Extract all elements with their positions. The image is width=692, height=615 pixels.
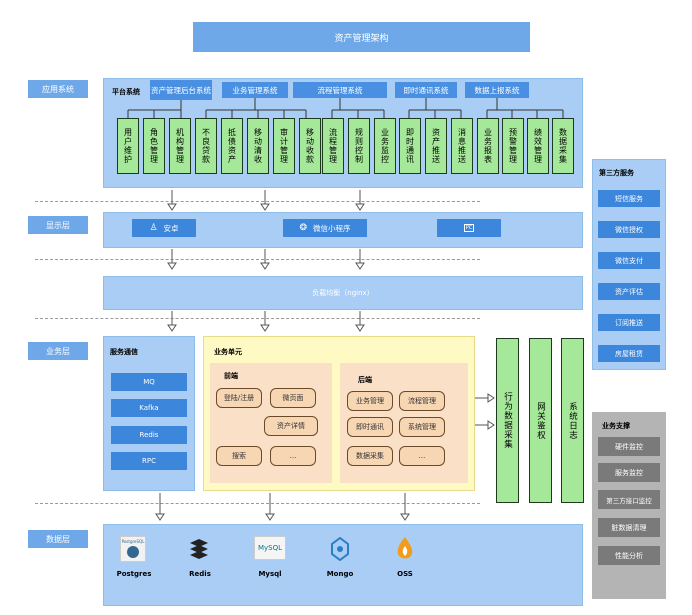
system-business-mgmt: 业务管理系统 xyxy=(222,82,288,98)
wechat-miniprogram-client[interactable]: ❂ 微信小程序 xyxy=(283,219,367,237)
module-org-mgmt: 机构管理 xyxy=(169,118,191,174)
business-unit-title: 业务单元 xyxy=(214,348,242,356)
mysql-label: Mysql xyxy=(258,570,282,578)
android-label: 安卓 xyxy=(163,223,179,233)
wechat-label: 微信小程序 xyxy=(313,223,351,233)
wechat-auth[interactable]: 微信授权 xyxy=(598,221,660,238)
backend-title: 后端 xyxy=(358,376,372,384)
backend-system-mgmt: 系统管理 xyxy=(399,417,445,437)
subscription-push[interactable]: 订阅推送 xyxy=(598,314,660,331)
service-monitor: 服务监控 xyxy=(598,463,660,482)
system-im: 即时通讯系统 xyxy=(395,82,457,98)
asset-evaluation[interactable]: 资产评估 xyxy=(598,283,660,300)
kafka-item: Kafka xyxy=(111,399,187,417)
micro-page: 微页面 xyxy=(270,388,316,408)
sms-service[interactable]: 短信服务 xyxy=(598,190,660,207)
module-performance-mgmt: 绩效管理 xyxy=(527,118,549,174)
backend-im: 即时通讯 xyxy=(347,417,393,437)
postgres-label: Postgres xyxy=(116,570,152,578)
asset-detail: 资产详情 xyxy=(264,416,318,436)
mysql-logo-text: MySQL xyxy=(257,544,283,552)
module-data-collection: 数据采集 xyxy=(552,118,574,174)
backend-more: ... xyxy=(399,446,445,466)
app-connectors xyxy=(127,98,564,118)
oss-icon xyxy=(394,536,416,562)
service-comm-title: 服务通信 xyxy=(110,348,138,356)
layer-label-data: 数据层 xyxy=(28,530,88,548)
separator xyxy=(35,318,480,319)
system-asset-admin: 资产管理后台系统 xyxy=(150,80,212,100)
house-rental[interactable]: 房屋租赁 xyxy=(598,345,660,362)
layer-label-display: 显示层 xyxy=(28,216,88,234)
module-process-mgmt: 流程管理 xyxy=(322,118,344,174)
performance-analysis: 性能分析 xyxy=(598,546,660,565)
android-icon: ♙ xyxy=(149,223,158,233)
third-party-api-monitor: 第三方接口监控 xyxy=(598,490,660,509)
mongo-label: Mongo xyxy=(326,570,354,578)
load-balancer-label: 负载均衡（nginx） xyxy=(312,289,374,297)
module-alert-mgmt: 预警管理 xyxy=(502,118,524,174)
module-im: 即时通讯 xyxy=(399,118,421,174)
frontend-more: ... xyxy=(270,446,316,466)
layer-label-business: 业务层 xyxy=(28,342,88,360)
module-business-monitor: 业务监控 xyxy=(374,118,396,174)
system-data-report: 数据上报系统 xyxy=(465,82,529,98)
support-title: 业务支撑 xyxy=(602,422,630,430)
android-client[interactable]: ♙ 安卓 xyxy=(132,219,196,237)
pc-icon: PC xyxy=(463,224,475,232)
data-layer-panel xyxy=(103,524,583,606)
redis-db-label: Redis xyxy=(189,570,211,578)
redis-db-icon xyxy=(188,537,210,561)
rpc-item: RPC xyxy=(111,452,187,470)
wechat-pay[interactable]: 微信支付 xyxy=(598,252,660,269)
module-audit-mgmt: 审计管理 xyxy=(273,118,295,174)
system-log: 系统日志 xyxy=(561,338,584,503)
third-party-title: 第三方服务 xyxy=(599,169,634,177)
backend-business-mgmt: 业务管理 xyxy=(347,391,393,411)
module-mobile-collection: 移动清收 xyxy=(247,118,269,174)
module-foreclosed-asset: 抵债资产 xyxy=(221,118,243,174)
mysql-icon: MySQL xyxy=(254,536,286,560)
backend-process-mgmt: 流程管理 xyxy=(399,391,445,411)
separator xyxy=(35,259,480,260)
oss-label: OSS xyxy=(397,570,413,578)
frontend-title: 前端 xyxy=(224,372,238,380)
module-rule-control: 规则控制 xyxy=(348,118,370,174)
backend-data-collection: 数据采集 xyxy=(347,446,393,466)
module-mobile-payment: 移动收款 xyxy=(299,118,321,174)
wechat-icon: ❂ xyxy=(299,223,308,233)
page-title: 资产管理架构 xyxy=(193,22,530,52)
module-bad-loan: 不良贷款 xyxy=(195,118,217,174)
postgres-icon: PostgreSQL xyxy=(120,536,146,562)
separator xyxy=(35,201,480,202)
module-user-maintain: 用户维护 xyxy=(117,118,139,174)
login-register: 登陆/注册 xyxy=(216,388,262,408)
module-business-report: 业务报表 xyxy=(477,118,499,174)
module-role-mgmt: 角色管理 xyxy=(143,118,165,174)
behavior-data-collection: 行为数据采集 xyxy=(496,338,519,503)
layer-label-app: 应用系统 xyxy=(28,80,88,98)
search: 搜索 xyxy=(216,446,262,466)
postgres-logo-text: PostgreSQL xyxy=(121,539,145,544)
platform-label: 平台系统 xyxy=(112,88,140,96)
dirty-data-cleanup: 脏数据清理 xyxy=(598,518,660,537)
module-asset-push: 资产推送 xyxy=(425,118,447,174)
system-process-mgmt: 流程管理系统 xyxy=(293,82,387,98)
load-balancer: 负载均衡（nginx） xyxy=(103,276,583,310)
separator xyxy=(35,503,480,504)
module-message-push: 消息推送 xyxy=(451,118,473,174)
hardware-monitor: 硬件监控 xyxy=(598,437,660,456)
pc-client[interactable]: PC xyxy=(437,219,501,237)
redis-comm-item: Redis xyxy=(111,426,187,444)
gateway-auth: 网关鉴权 xyxy=(529,338,552,503)
mongo-icon xyxy=(330,536,350,562)
mq-item: MQ xyxy=(111,373,187,391)
